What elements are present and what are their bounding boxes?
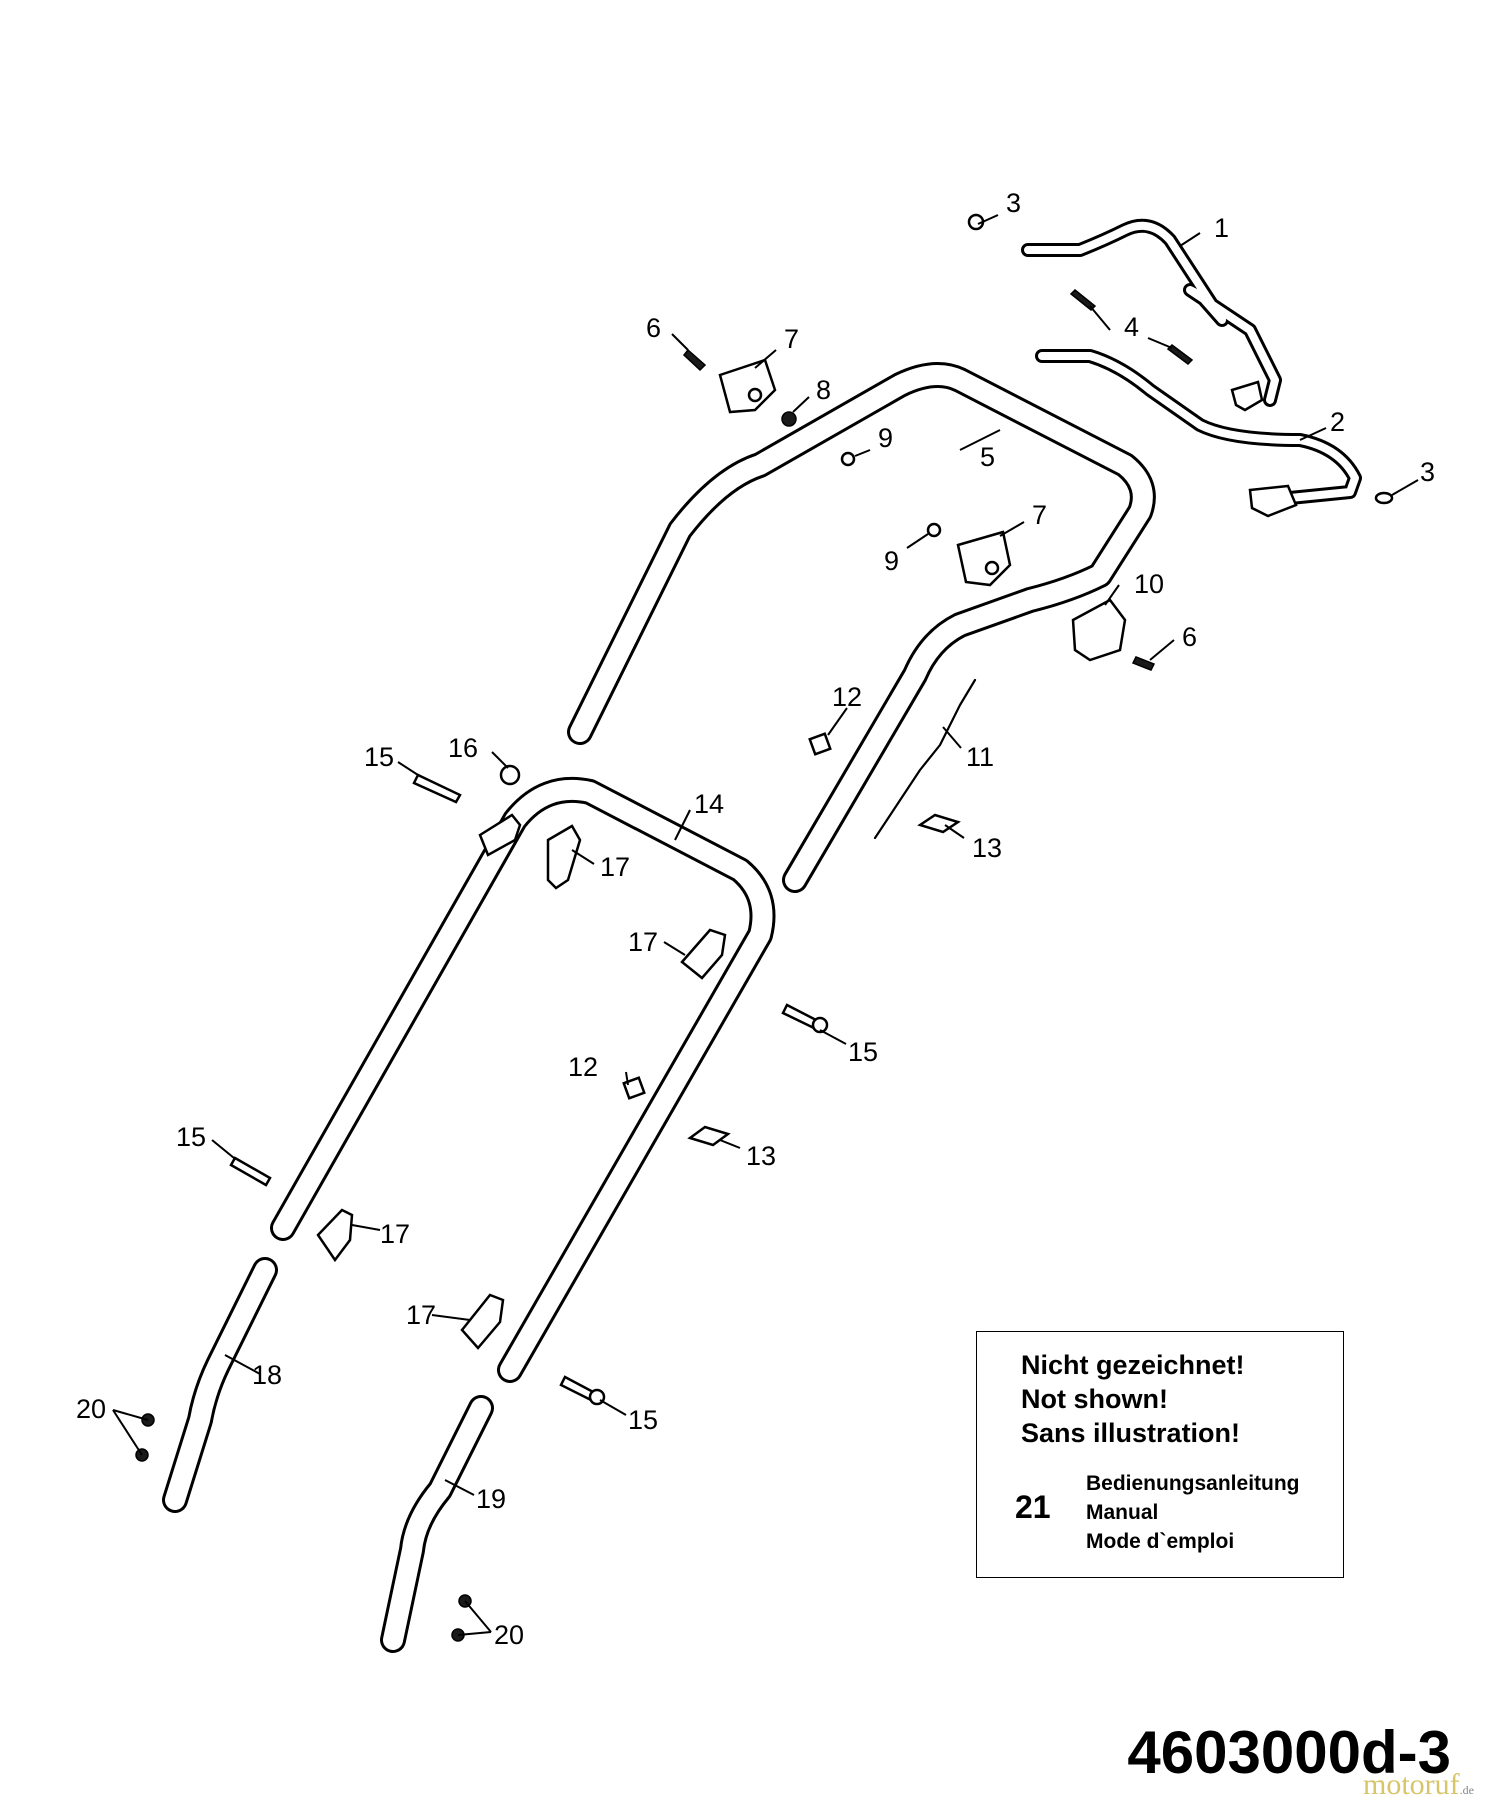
callout-4: 4 <box>1124 312 1139 342</box>
callout-19: 19 <box>476 1484 506 1514</box>
note-item-fr: Mode d`emploi <box>1086 1530 1235 1553</box>
part-5-upper-handle <box>567 362 1156 893</box>
note-line-fr: Sans illustration! <box>1021 1418 1241 1448</box>
part-9-nut-top <box>840 451 856 467</box>
part-16-latch <box>478 764 522 857</box>
callout-2: 2 <box>1330 407 1345 437</box>
part-7-clamp-top <box>718 358 777 414</box>
part-18-lower-tube-left <box>162 1257 278 1513</box>
callout-13-mid: 13 <box>746 1141 776 1171</box>
callout-1: 1 <box>1214 213 1229 243</box>
callout-6-top: 6 <box>646 313 661 343</box>
callout-12-mid: 12 <box>568 1052 598 1082</box>
part-7-clamp-mid <box>956 530 1012 587</box>
callout-15-top: 15 <box>364 742 394 772</box>
leader-lines <box>112 214 1419 1636</box>
part-13-clip-mid <box>687 1125 731 1147</box>
part-1-control-bail <box>1021 218 1282 412</box>
note-item-de: Bedienungsanleitung <box>1086 1472 1300 1495</box>
callout-15-right: 15 <box>848 1037 878 1067</box>
part-17-knob-d <box>460 1293 505 1350</box>
part-9-nut-mid <box>926 522 942 538</box>
callout-9-top: 9 <box>878 423 893 453</box>
part-11-cable <box>873 678 977 840</box>
part-15-bolt-right <box>781 1003 829 1034</box>
part-20-screws-left <box>135 1413 155 1462</box>
callout-20-right: 20 <box>494 1620 524 1650</box>
part-6-screw-top <box>682 348 707 372</box>
callout-16: 16 <box>448 733 478 763</box>
part-10-switch-block <box>1071 598 1127 662</box>
part-15-bolt-bottom <box>559 1375 606 1406</box>
callout-11: 11 <box>966 742 994 772</box>
watermark-logo: motoruf.de <box>1363 1768 1474 1802</box>
part-14-middle-handle <box>270 776 776 1383</box>
callout-20-left: 20 <box>76 1394 106 1424</box>
part-17-knob-c <box>316 1208 354 1263</box>
part-12-insert-mid <box>622 1076 646 1100</box>
callout-14: 14 <box>694 789 724 819</box>
part-17-knob-a <box>546 824 582 890</box>
callout-12-top: 12 <box>832 682 862 712</box>
callout-15-left: 15 <box>176 1122 206 1152</box>
callout-3-right: 3 <box>1420 457 1435 487</box>
callout-9-mid: 9 <box>884 546 899 576</box>
part-6-screw-right <box>1131 656 1156 671</box>
not-shown-note: Nicht gezeichnet! Not shown! Sans illust… <box>976 1331 1344 1578</box>
diagram-id: 4603000d-3 <box>1127 1719 1451 1786</box>
note-line-de: Nicht gezeichnet! <box>1021 1350 1245 1380</box>
note-item-number: 21 <box>1015 1489 1051 1525</box>
part-12-insert-top <box>808 732 832 756</box>
watermark-text: motoruf <box>1363 1768 1460 1801</box>
part-15-bolt-top <box>412 773 462 804</box>
part-4-screw-left <box>1069 288 1097 312</box>
callout-8: 8 <box>816 375 831 405</box>
callout-17-a: 17 <box>600 852 630 882</box>
part-3-ring-right <box>1374 491 1394 505</box>
callout-15-bottom: 15 <box>628 1405 658 1435</box>
callout-6-right: 6 <box>1182 622 1197 652</box>
callout-3-top: 3 <box>1006 188 1021 218</box>
callout-10: 10 <box>1134 569 1164 599</box>
note-line-en: Not shown! <box>1021 1384 1168 1414</box>
part-19-lower-tube-right <box>380 1395 494 1653</box>
callout-18: 18 <box>252 1360 282 1390</box>
callout-7-mid: 7 <box>1032 500 1047 530</box>
callout-17-d: 17 <box>406 1300 436 1330</box>
part-15-bolt-left <box>229 1156 272 1187</box>
callout-17-c: 17 <box>380 1219 410 1249</box>
part-17-knob-b <box>680 928 727 980</box>
callout-labels: 1 2 3 3 4 5 6 6 7 7 8 9 9 10 11 12 12 13… <box>76 188 1435 1650</box>
callout-7-top: 7 <box>784 324 799 354</box>
callout-17-b: 17 <box>628 927 658 957</box>
callout-13-top: 13 <box>972 833 1002 863</box>
part-8-nut <box>781 411 797 427</box>
part-2-control-bail <box>1035 349 1362 518</box>
callout-5: 5 <box>980 442 995 472</box>
note-item-en: Manual <box>1086 1501 1159 1524</box>
watermark-suffix: .de <box>1459 1783 1474 1797</box>
